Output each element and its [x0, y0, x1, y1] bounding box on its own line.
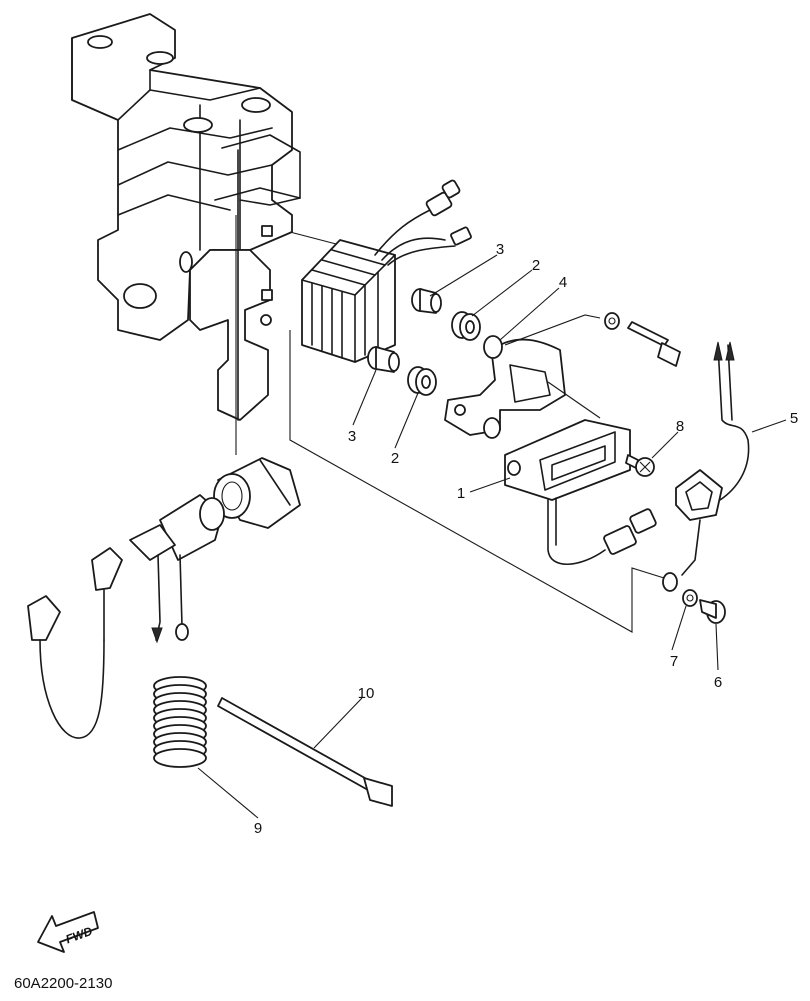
callout-leaders	[197, 254, 787, 819]
callout-4: 4	[559, 274, 567, 291]
callout-3-lower: 3	[348, 428, 356, 445]
fwd-arrow-icon: FWD	[37, 911, 99, 953]
callout-6: 6	[714, 674, 722, 691]
control-unit	[504, 419, 657, 565]
bolt-upper	[627, 321, 681, 367]
rectifier-regulator	[301, 179, 472, 363]
grommet-lower	[407, 366, 437, 396]
plug-cap	[27, 547, 123, 739]
diagram-code: 60A2200-2130	[14, 975, 112, 992]
callout-1: 1	[457, 485, 465, 502]
callout-2-lower: 2	[391, 450, 399, 467]
mounting-plate	[444, 335, 566, 439]
callout-3-upper: 3	[496, 241, 504, 258]
washer-7	[682, 589, 698, 607]
callout-9: 9	[254, 820, 262, 837]
callout-5: 5	[790, 410, 798, 427]
ignition-coil	[129, 494, 225, 644]
collar-upper	[411, 288, 442, 314]
grommet-upper	[451, 311, 481, 341]
callout-7: 7	[670, 653, 678, 670]
coil-cover	[213, 457, 301, 529]
coil-spring	[153, 676, 207, 768]
washer-upper	[604, 312, 620, 330]
wire-harness	[662, 341, 750, 592]
collar-lower	[367, 346, 400, 373]
callout-8: 8	[676, 418, 684, 435]
callout-2-upper: 2	[532, 257, 540, 274]
bolt-6	[699, 599, 726, 624]
callout-10: 10	[358, 685, 375, 702]
engine-bracket	[71, 13, 301, 421]
screw-8	[625, 454, 655, 477]
cable-tie	[217, 697, 393, 807]
